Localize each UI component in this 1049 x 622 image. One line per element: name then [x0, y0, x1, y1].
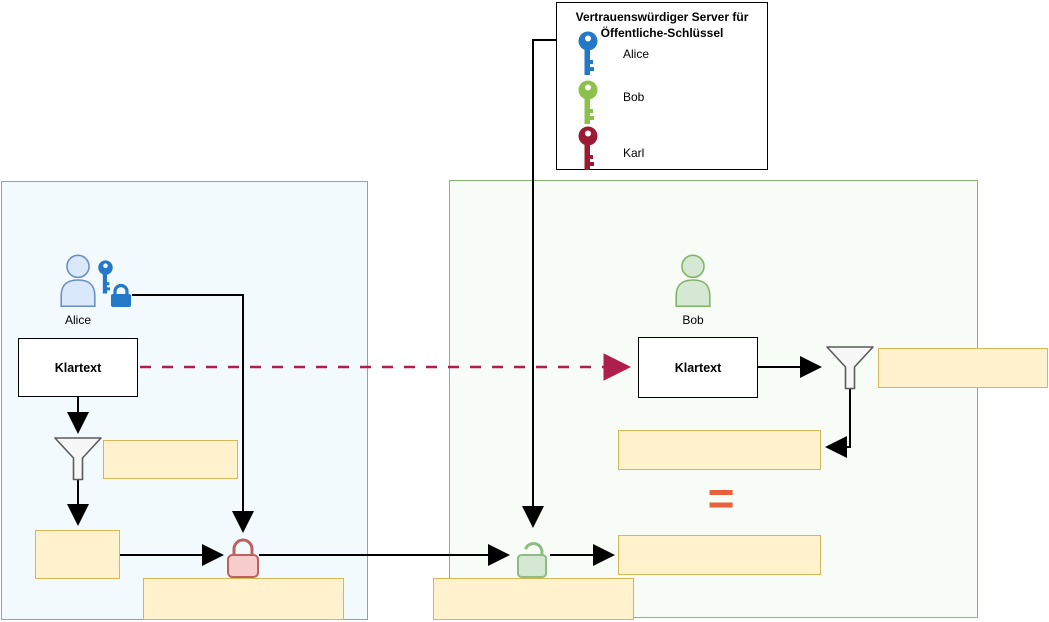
server-key-label-alice: Alice [623, 47, 650, 61]
signature-label-box-green [433, 578, 634, 620]
funnel-icon-left [54, 437, 102, 481]
funnel-icon-right [826, 346, 874, 390]
hash-value-box-left [35, 530, 120, 579]
server-key-label-karl: Karl [623, 146, 645, 160]
equals-sign: = [707, 472, 735, 524]
plaintext-box-right: Klartext [638, 337, 758, 398]
lock-icon-pink-closed [227, 538, 259, 578]
hash-label-box-left [103, 440, 238, 479]
key-icon-bob [578, 80, 598, 124]
server-key-label-bob: Bob [623, 90, 645, 104]
key-server-box: Vertrauenswürdiger Server für Öffentlich… [556, 2, 768, 170]
lock-icon-alice-blue [111, 283, 131, 307]
hash-result-box-bottom-right [618, 535, 821, 575]
person-icon-bob [675, 254, 711, 308]
key-icon-alice [578, 31, 598, 75]
private-key-icon-alice [98, 260, 113, 294]
plaintext-box-left: Klartext [18, 338, 138, 397]
hash-label-box-right [878, 348, 1048, 388]
key-icon-karl [578, 126, 598, 170]
actor-label-bob: Bob [682, 313, 704, 327]
person-icon-alice [60, 254, 96, 308]
hash-result-box-top-right [618, 430, 821, 470]
server-title-line1: Vertrauenswürdiger Server für [575, 10, 749, 24]
lock-icon-green-open [517, 542, 547, 578]
server-title-line2: Öffentliche-Schlüssel [600, 25, 724, 40]
server-title: Vertrauenswürdiger Server für Öffentlich… [557, 3, 767, 41]
signature-label-box-left [143, 578, 344, 620]
actor-label-alice: Alice [64, 313, 91, 327]
